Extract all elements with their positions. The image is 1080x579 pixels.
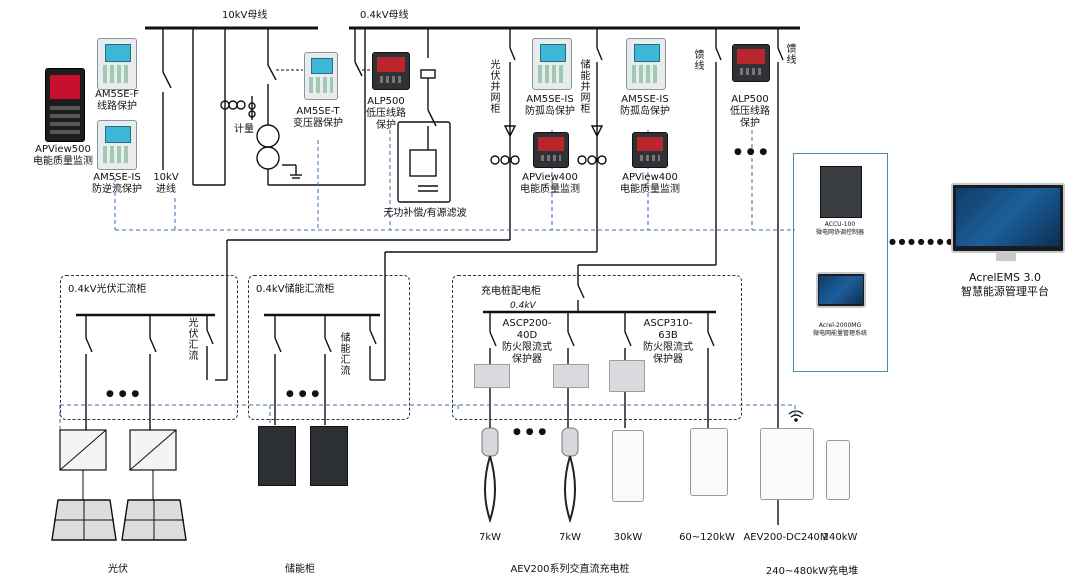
alp500-right-name: ALP500 [731, 94, 769, 105]
pv-array-icon [51, 429, 187, 541]
am5se-is-es-device [626, 38, 666, 90]
ascp200-name: ASCP200- [502, 318, 552, 329]
ascp310-name2: 63B [658, 330, 678, 341]
p7kw-label-a: 7kW [478, 532, 502, 543]
p240kw-label: 240kW [822, 532, 858, 543]
charging-bus-label: 0.4kV [510, 301, 536, 311]
am5se-f-name: AM5SE-F [95, 89, 139, 100]
feeder-1-label: 馈线 [694, 50, 705, 72]
am5se-is-pv-name: AM5SE-IS [526, 94, 574, 105]
ac-charger-icon [481, 427, 579, 524]
pv-ellipsis: ● ● ● [106, 389, 141, 399]
es-combiner-title: 0.4kV储能汇流柜 [256, 284, 335, 295]
ascp310-desc2: 保护器 [653, 354, 683, 365]
es-cabinet-2 [310, 426, 348, 486]
apview500-device [45, 68, 85, 142]
apview400-b-device [632, 132, 668, 168]
am5se-is-left-desc: 防逆流保护 [92, 184, 142, 195]
dc-charger-240kw [826, 440, 850, 500]
apview400-b-name: APView400 [622, 172, 678, 183]
monitor-stand [996, 251, 1016, 261]
am5se-is-es-desc: 防孤岛保护 [620, 106, 670, 117]
alp500-left-device [372, 52, 410, 90]
acrel2000mg-name: Acrel-2000MG [818, 322, 862, 329]
p30kw-label: 30kW [613, 532, 643, 543]
incoming-line1: 10kV [153, 172, 179, 183]
feeder-ellipsis: ● ● ● [734, 147, 769, 157]
accu-100-device [820, 166, 862, 218]
dc-charging-stack [760, 428, 814, 500]
apview400-b-desc: 电能质量监测 [620, 184, 680, 195]
es-grid-cabinet-label: 储能并网柜 [580, 60, 591, 115]
controller-panel [793, 153, 888, 372]
accu-name: ACCU-100 [824, 221, 856, 228]
hv-bus-label: 10kV母线 [222, 10, 268, 21]
alp500-left-desc1: 低压线路 [366, 108, 406, 119]
am5se-is-left-name: AM5SE-IS [93, 172, 141, 183]
apview500-desc: 电能质量监测 [33, 156, 93, 167]
metering-label: 计量 [234, 124, 254, 135]
charger-series-label: AEV200系列交直流充电桩 [510, 564, 630, 575]
es-ellipsis: ● ● ● [286, 389, 321, 399]
alp500-left-name: ALP500 [367, 96, 405, 107]
charging-cabinet-title: 充电桩配电柜 [481, 286, 541, 297]
apview400-a-device [533, 132, 569, 168]
ascp200-protector-b [553, 364, 589, 388]
ascp200-desc2: 保护器 [512, 354, 542, 365]
platform-desc: 智慧能源管理平台 [961, 285, 1049, 298]
am5se-is-es-name: AM5SE-IS [621, 94, 669, 105]
pv-combiner-title: 0.4kV光伏汇流柜 [68, 284, 147, 295]
am5se-is-left-device [97, 120, 137, 170]
p240-480-label: 240~480kW充电堆 [765, 566, 859, 577]
alp500-right-desc2: 保护 [740, 118, 760, 129]
apview400-a-name: APView400 [522, 172, 578, 183]
ascp310-protector [609, 360, 645, 392]
am5se-t-desc: 变压器保护 [293, 118, 343, 129]
am5se-f-desc: 线路保护 [97, 101, 137, 112]
alp500-right-device [732, 44, 770, 82]
pv-grid-cabinet-label: 光伏并网柜 [490, 60, 501, 115]
ascp310-desc1: 防火限流式 [643, 342, 693, 353]
am5se-t-device [304, 52, 338, 100]
wifi-icon [788, 410, 804, 422]
platform-name: AcrelEMS 3.0 [969, 271, 1041, 284]
pv-combiner-box [60, 275, 238, 420]
compensation-label: 无功补偿/有源滤波 [383, 208, 467, 219]
am5se-is-pv-desc: 防孤岛保护 [525, 106, 575, 117]
dc-charger-30kw [612, 430, 644, 502]
pv-combiner-branch-label: 光伏汇流 [188, 318, 199, 362]
acrelems-monitor [951, 183, 1065, 253]
es-cabinet-label: 储能柜 [285, 564, 315, 575]
accu-desc: 微电网协调控制器 [815, 229, 865, 236]
alp500-left-desc2: 保护 [376, 120, 396, 131]
ascp310-name: ASCP310- [643, 318, 693, 329]
feeder-2-label: 馈线 [786, 44, 797, 66]
p7kw-label-b: 7kW [558, 532, 582, 543]
alp500-right-desc1: 低压线路 [730, 106, 770, 117]
pv-label: 光伏 [108, 564, 128, 575]
aev-dc240m-label: AEV200-DC240M [743, 532, 829, 543]
apview500-name: APView500 [35, 144, 91, 155]
es-cabinet-1 [258, 426, 296, 486]
incoming-line2: 进线 [156, 184, 176, 195]
p60-120-label: 60~120kW [679, 532, 735, 543]
es-combiner-box [248, 275, 410, 420]
es-combiner-branch-label: 储能汇流 [340, 333, 351, 377]
am5se-f-device [97, 38, 137, 90]
ascp200-protector-a [474, 364, 510, 388]
lv-bus-label: 0.4kV母线 [360, 10, 409, 21]
dc-charger-60-120kw [690, 428, 728, 496]
am5se-t-name: AM5SE-T [296, 106, 340, 117]
am5se-is-pv-device [532, 38, 572, 90]
platform-link-dots: ● ● ● ● ● ● ● ● ● [889, 237, 973, 246]
charger-ellipsis: ● ● ● [513, 427, 548, 437]
apview400-a-desc: 电能质量监测 [520, 184, 580, 195]
ascp200-desc1: 防火限流式 [502, 342, 552, 353]
charging-cabinet-box [452, 275, 742, 420]
ascp200-name2: 40D [516, 330, 538, 341]
acrel-2000mg-screen [816, 272, 866, 308]
acrel2000mg-desc: 微电网能量管理系统 [812, 330, 868, 337]
